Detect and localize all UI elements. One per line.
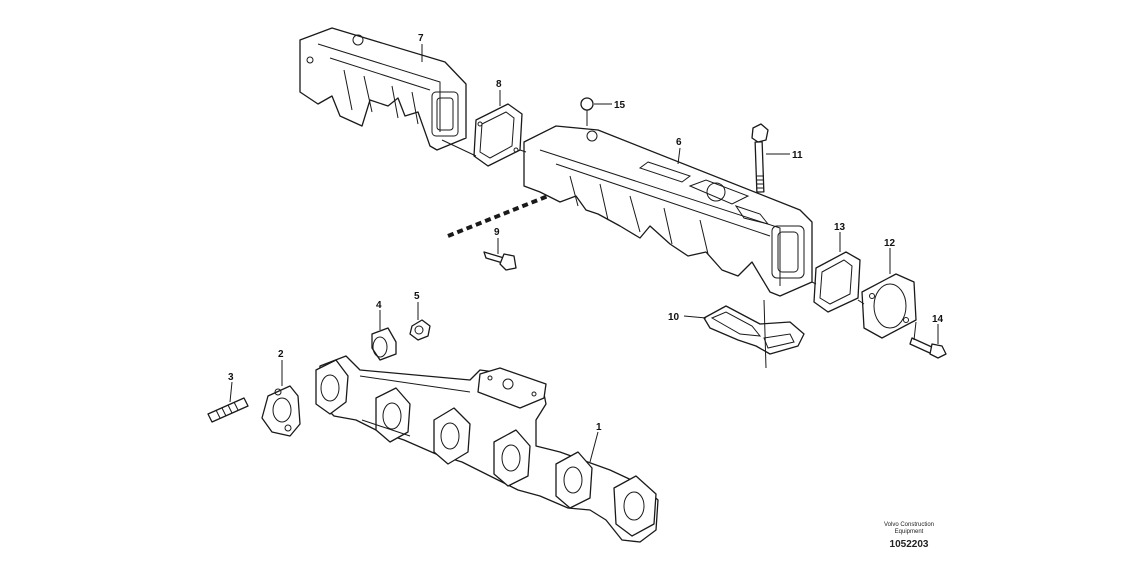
- callout-14: 14: [932, 314, 944, 325]
- callout-12: 12: [884, 238, 896, 249]
- callout-5: 5: [414, 291, 420, 302]
- part-9-bolt[interactable]: [447, 194, 549, 271]
- part-14-screw[interactable]: [909, 337, 947, 359]
- part-12-cover-plate[interactable]: [861, 273, 917, 339]
- callout-4: 4: [376, 300, 382, 311]
- part-6-intake-manifold-front[interactable]: [523, 125, 813, 297]
- callout-8: 8: [496, 79, 502, 90]
- callout-9: 9: [494, 227, 500, 238]
- part-11-bolt[interactable]: [751, 123, 769, 193]
- drawing-footer: Volvo Construction Equipment 1052203: [868, 522, 950, 550]
- callout-labels: 1 2 3 4 5 6 7 8 9 10 11 12 13 14 15: [228, 33, 944, 433]
- part-7-intake-manifold-rear[interactable]: [299, 27, 467, 151]
- callout-3: 3: [228, 372, 234, 383]
- alignment-lines: [441, 139, 917, 369]
- brand-line-2: Equipment: [894, 529, 924, 535]
- callout-15: 15: [614, 100, 626, 111]
- part-1-exhaust-manifold[interactable]: [315, 355, 659, 543]
- part-5-nut[interactable]: [409, 319, 431, 341]
- callout-7: 7: [418, 33, 424, 44]
- part-13-gasket[interactable]: [813, 251, 861, 313]
- part-8-gasket[interactable]: [473, 103, 523, 167]
- callout-11: 11: [792, 150, 803, 161]
- brand-line-1: Volvo Construction: [883, 522, 935, 528]
- callout-1: 1: [596, 422, 602, 433]
- callout-2: 2: [278, 349, 284, 360]
- callout-13: 13: [834, 222, 846, 233]
- part-10-bracket[interactable]: [703, 305, 805, 355]
- drawing-number: 1052203: [889, 539, 929, 550]
- part-15-plug[interactable]: [580, 97, 594, 126]
- part-2-gasket[interactable]: [261, 385, 301, 437]
- callout-leaders: [229, 44, 939, 463]
- callout-6: 6: [676, 137, 682, 148]
- callout-10: 10: [668, 312, 680, 323]
- part-4-spacer[interactable]: [371, 327, 397, 361]
- part-3-stud[interactable]: [207, 397, 249, 423]
